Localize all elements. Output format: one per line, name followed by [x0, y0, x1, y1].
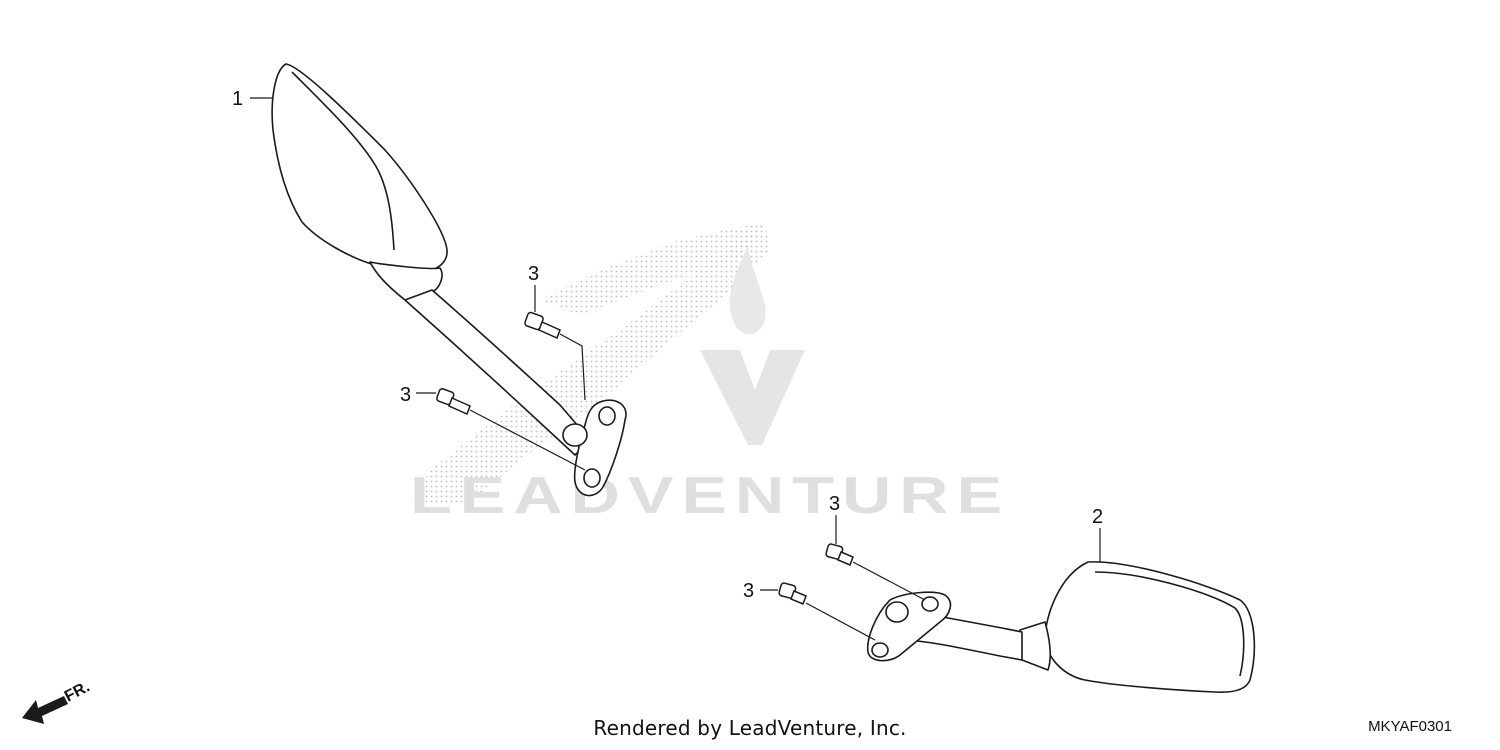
right-pivot: [885, 601, 909, 623]
bolt-d: [778, 582, 807, 605]
right-mirror-assembly: [866, 561, 1256, 693]
left-base-hole-lower: [583, 468, 601, 488]
left-base-hole-upper: [598, 406, 616, 426]
right-mirror-inner-edge: [1094, 571, 1245, 677]
front-arrow-icon: [22, 696, 68, 724]
render-credit: Rendered by LeadVenture, Inc.: [593, 716, 907, 740]
watermark: LEADVENTURE: [410, 222, 1010, 525]
guide-bolt-b: [469, 409, 586, 471]
callout-part-1: 1: [232, 88, 243, 110]
watermark-wing-upper: [540, 222, 765, 315]
callout-bolt-d: 3: [743, 580, 754, 602]
left-pivot: [562, 423, 588, 447]
bolt-b: [436, 388, 471, 416]
left-mirror-inner-edge: [291, 71, 395, 251]
guide-bolt-a: [559, 333, 586, 401]
right-mirror-neck: [1017, 621, 1051, 671]
watermark-v-logo: [700, 350, 805, 445]
left-mirror-housing: [271, 63, 448, 273]
watermark-wing: [410, 222, 770, 505]
guide-bolt-c: [852, 561, 926, 601]
bolts: [436, 311, 854, 605]
callout-bolt-c: 3: [829, 493, 840, 515]
bolt-c: [825, 543, 854, 566]
watermark-flame: [729, 245, 766, 335]
guide-bolt-d: [805, 602, 876, 641]
watermark-text: LEADVENTURE: [410, 467, 1010, 525]
bolt-a: [524, 311, 561, 340]
leader-lines: [250, 97, 1101, 641]
callout-bolt-a: 3: [528, 263, 539, 285]
right-mirror-housing: [1044, 561, 1256, 693]
left-mirror-assembly: [271, 63, 627, 497]
left-mirror-neck: [369, 261, 443, 301]
callout-part-2: 2: [1092, 506, 1103, 528]
right-base-hole-upper: [921, 596, 939, 612]
diagram-code: MKYAF0301: [1368, 718, 1452, 735]
callout-bolt-b: 3: [400, 384, 411, 406]
right-base-hole-lower: [871, 642, 889, 658]
